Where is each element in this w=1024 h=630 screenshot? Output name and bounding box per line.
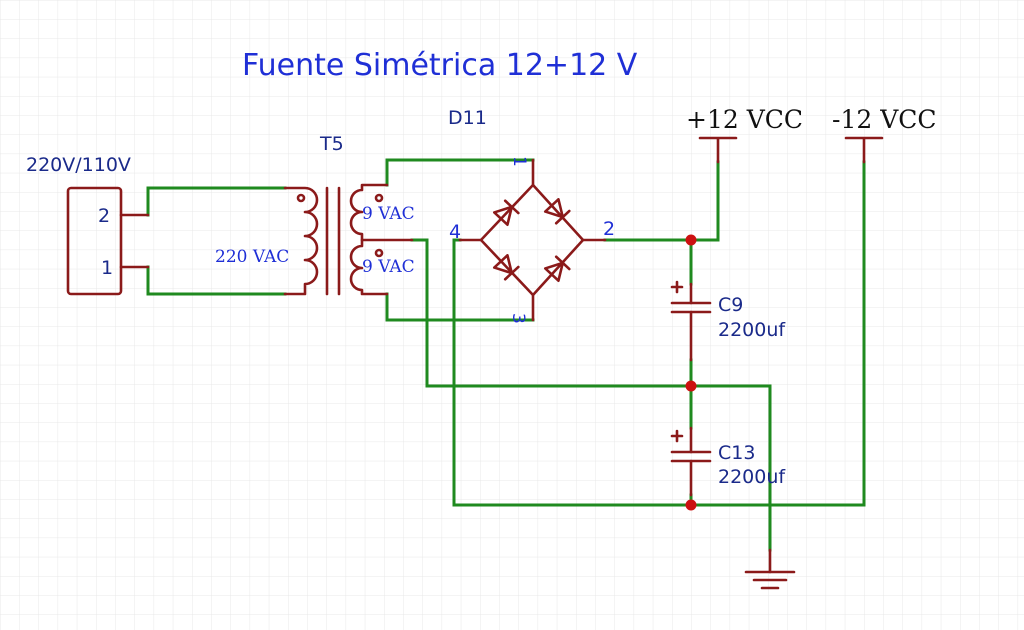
junction-negative bbox=[685, 499, 697, 511]
junction-center bbox=[685, 380, 697, 392]
transformer-ref: T5 bbox=[319, 133, 344, 155]
positive-supply-label: +12 VCC bbox=[686, 105, 803, 134]
junction-positive bbox=[685, 234, 697, 246]
diode-triangle bbox=[492, 205, 514, 227]
c9-plus-sign bbox=[670, 280, 684, 294]
wire-pin1-primary bbox=[146, 265, 287, 296]
diode-bar bbox=[554, 209, 571, 225]
wire-secondary-bottom-bridge bbox=[385, 292, 535, 322]
diode-triangle bbox=[543, 261, 565, 283]
capacitor-c13: C13 2200uf bbox=[670, 426, 786, 497]
wire-bridge-negative bbox=[452, 238, 866, 507]
bridge-rectifier: D11 1 2 3 4 bbox=[448, 107, 615, 324]
secondary-bottom-voltage-label: 9 VAC bbox=[362, 257, 415, 277]
diode-bar bbox=[503, 265, 520, 281]
c13-value: 2200uf bbox=[718, 466, 786, 488]
connector-body bbox=[66, 186, 123, 296]
polarized-capacitor-icon bbox=[670, 426, 712, 497]
primary-voltage-label: 220 VAC bbox=[215, 247, 289, 267]
secondary-bottom-dot bbox=[374, 248, 384, 258]
secondary-top-voltage-label: 9 VAC bbox=[362, 204, 415, 224]
diode-icon bbox=[543, 197, 571, 225]
transformer-icon: T5 220 VAC 9 VAC 9 VAC bbox=[215, 133, 415, 296]
c9-ref: C9 bbox=[718, 294, 743, 316]
c13-ref: C13 bbox=[718, 442, 755, 464]
bridge-pin1-number: 1 bbox=[509, 156, 529, 167]
secondary-top-dot bbox=[374, 193, 384, 203]
c13-plus-sign bbox=[670, 429, 684, 443]
negative-supply-label: -12 VCC bbox=[832, 105, 937, 134]
primary-coil bbox=[283, 186, 319, 296]
wire-center-tap bbox=[410, 238, 772, 388]
connector-pin2-number: 2 bbox=[98, 205, 110, 227]
connector-pin1-number: 1 bbox=[101, 257, 113, 279]
junctions bbox=[685, 234, 697, 511]
capacitor-c9: C9 2200uf bbox=[670, 280, 786, 362]
diode-icon bbox=[492, 199, 520, 227]
bridge-pin4-number: 4 bbox=[449, 221, 461, 243]
negative-supply-terminal: -12 VCC bbox=[832, 105, 937, 164]
diode-triangle bbox=[543, 197, 565, 219]
polarized-capacitor-icon bbox=[670, 280, 712, 362]
diode-icon bbox=[492, 253, 520, 281]
schematic-title: Fuente Simétrica 12+12 V bbox=[242, 48, 638, 83]
positive-terminal-symbol bbox=[698, 136, 738, 164]
bridge-pin2-number: 2 bbox=[603, 218, 615, 240]
c9-value: 2200uf bbox=[718, 319, 786, 341]
negative-terminal-symbol bbox=[844, 136, 884, 164]
connector-label: 220V/110V bbox=[26, 154, 131, 176]
positive-supply-terminal: +12 VCC bbox=[686, 105, 803, 164]
wire-pin2-primary bbox=[146, 186, 287, 217]
diode-triangle bbox=[492, 253, 514, 275]
wire-bridge-positive bbox=[603, 160, 720, 242]
bridge-ref: D11 bbox=[448, 107, 487, 129]
connector-220v: 220V/110V 2 1 bbox=[26, 154, 150, 296]
diode-bar bbox=[503, 199, 520, 215]
primary-dot bbox=[296, 193, 306, 203]
ground-icon bbox=[744, 548, 796, 590]
secondary-coil-top bbox=[349, 183, 414, 242]
bridge-pin3-number: 3 bbox=[508, 313, 528, 324]
secondary-coil-bottom bbox=[349, 238, 389, 296]
diode-bar bbox=[554, 255, 571, 271]
wire-secondary-top-bridge bbox=[385, 158, 535, 187]
diode-icon bbox=[543, 255, 571, 283]
